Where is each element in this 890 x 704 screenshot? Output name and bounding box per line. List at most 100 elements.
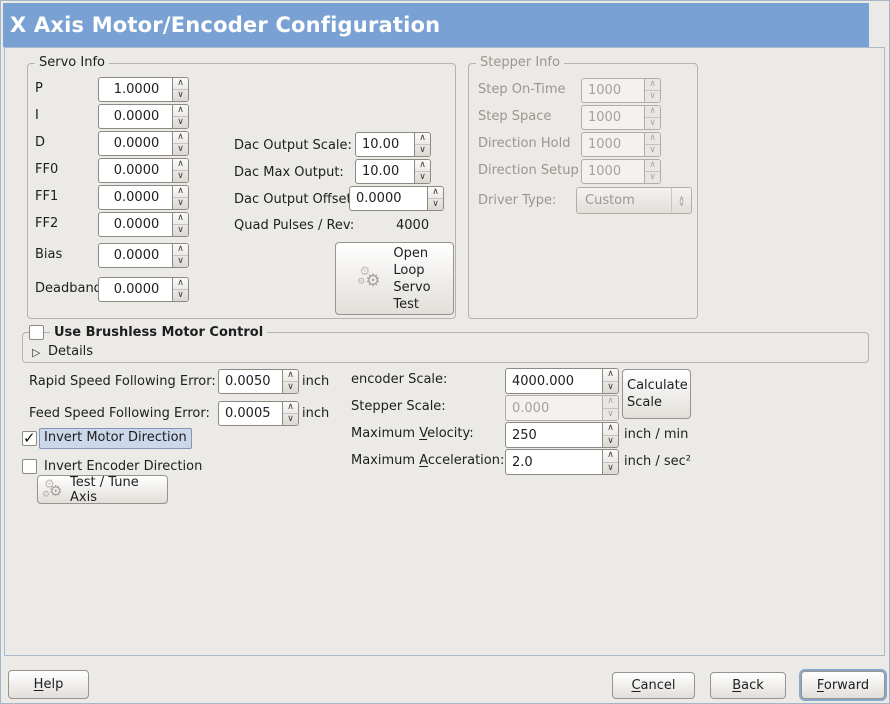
spin-up-icon[interactable]: ∧ — [419, 133, 426, 143]
test-tune-axis-button[interactable]: ⚙⚙⚙ Test / Tune Axis — [37, 475, 168, 505]
stepper-scale-label: Stepper Scale: — [351, 399, 446, 414]
d-input[interactable] — [99, 132, 172, 155]
encoder-scale-spinbox: ∧∨ — [505, 368, 619, 394]
spin-down-icon[interactable]: ∨ — [283, 381, 298, 393]
spin-up-icon: ∧ — [649, 106, 656, 116]
maximum-acceleration-label: Maximum Acceleration: — [351, 453, 505, 468]
details-label[interactable]: Details — [48, 344, 94, 359]
d-label: D — [35, 135, 46, 150]
deadband-input[interactable] — [99, 278, 172, 301]
ff0-input[interactable] — [99, 159, 172, 182]
spin-down-icon[interactable]: ∨ — [428, 198, 443, 210]
maximum-acceleration-input[interactable] — [506, 450, 602, 474]
spin-down-icon[interactable]: ∨ — [173, 170, 188, 182]
spin-up-icon[interactable]: ∧ — [177, 78, 184, 88]
ff1-input[interactable] — [99, 186, 172, 209]
checkmark-icon: ✓ — [23, 429, 36, 447]
spin-up-icon[interactable]: ∧ — [419, 160, 426, 170]
rapid-following-error-input[interactable] — [219, 370, 282, 393]
i-spinbox: ∧∨ — [98, 104, 189, 129]
maximum-velocity-unit: inch / min — [624, 427, 689, 442]
spin-down-icon[interactable]: ∨ — [283, 413, 298, 425]
spin-up-icon[interactable]: ∧ — [607, 423, 614, 434]
spin-down-icon: ∨ — [603, 407, 618, 421]
back-button-label: Back — [732, 678, 764, 693]
spin-down-icon[interactable]: ∨ — [415, 171, 430, 183]
direction-hold-spinbox: ∧∨ — [581, 132, 661, 157]
content-frame — [4, 47, 885, 656]
spin-up-icon[interactable]: ∧ — [177, 244, 184, 254]
cancel-button-label: Cancel — [631, 678, 676, 693]
stepper-info-legend: Stepper Info — [476, 55, 564, 70]
spin-up-icon[interactable]: ∧ — [177, 132, 184, 142]
spin-up-icon[interactable]: ∧ — [177, 186, 184, 196]
spin-down-icon: ∨ — [645, 171, 660, 183]
dac-output-scale-spinbox: ∧∨ — [355, 132, 431, 157]
ff2-input[interactable] — [99, 213, 172, 236]
feed-following-error-input[interactable] — [219, 402, 282, 425]
cancel-button[interactable]: Cancel — [612, 672, 695, 699]
invert-motor-checkbox[interactable]: ✓ — [22, 429, 37, 447]
bias-input[interactable] — [99, 244, 172, 267]
dac-output-offset-label: Dac Output Offset: — [234, 192, 356, 207]
spin-up-icon[interactable]: ∧ — [287, 402, 294, 412]
dac-output-scale-input[interactable] — [356, 133, 414, 156]
spin-down-icon[interactable]: ∨ — [173, 89, 188, 101]
forward-button-label: Forward — [816, 677, 870, 693]
calculate-scale-button[interactable]: Calculate Scale — [622, 369, 691, 419]
spin-down-icon[interactable]: ∨ — [173, 289, 188, 301]
spin-down-icon[interactable]: ∨ — [415, 144, 430, 156]
spin-up-icon[interactable]: ∧ — [287, 370, 294, 380]
spin-down-icon[interactable]: ∨ — [603, 380, 618, 394]
spin-down-icon[interactable]: ∨ — [603, 461, 618, 475]
spin-down-icon[interactable]: ∨ — [173, 255, 188, 267]
calculate-scale-label: Calculate Scale — [627, 378, 688, 410]
deadband-label: Deadband — [35, 281, 102, 296]
spin-up-icon[interactable]: ∧ — [177, 213, 184, 223]
maximum-velocity-label: Maximum Velocity: — [351, 426, 474, 441]
spin-down-icon[interactable]: ∨ — [173, 224, 188, 236]
quad-pulses-label: Quad Pulses / Rev: — [234, 218, 355, 233]
feed-following-error-label: Feed Speed Following Error: — [29, 406, 210, 421]
details-expander-icon[interactable]: ▷ — [32, 346, 41, 359]
open-loop-servo-test-button[interactable]: ⚙⚙⚙ Open Loop Servo Test — [335, 242, 454, 315]
maximum-velocity-input[interactable] — [506, 423, 602, 447]
forward-button[interactable]: Forward — [801, 671, 885, 699]
spin-up-icon[interactable]: ∧ — [177, 105, 184, 115]
spin-down-icon: ∨ — [645, 117, 660, 129]
use-brushless-label[interactable]: Use Brushless Motor Control — [50, 325, 268, 340]
spin-down-icon[interactable]: ∨ — [603, 434, 618, 448]
invert-encoder-checkbox[interactable]: ✓ — [22, 459, 37, 474]
invert-encoder-label[interactable]: Invert Encoder Direction — [44, 459, 203, 474]
invert-motor-label[interactable]: Invert Motor Direction — [39, 428, 192, 449]
stepper-info-frame: Stepper Info — [468, 55, 698, 319]
spin-up-icon[interactable]: ∧ — [607, 369, 614, 380]
use-brushless-checkbox[interactable]: ✓ — [29, 325, 44, 340]
ff0-spinbox: ∧∨ — [98, 158, 189, 183]
back-button[interactable]: Back — [710, 672, 786, 699]
dac-output-offset-input[interactable] — [350, 187, 427, 210]
i-label: I — [35, 108, 39, 123]
open-loop-servo-test-label: Open Loop Servo Test — [393, 245, 431, 312]
maximum-acceleration-spinbox: ∧∨ — [505, 449, 619, 475]
spin-up-icon[interactable]: ∧ — [177, 278, 184, 288]
spin-up-icon[interactable]: ∧ — [432, 187, 439, 197]
ff1-spinbox: ∧∨ — [98, 185, 189, 210]
spin-down-icon[interactable]: ∨ — [173, 116, 188, 128]
p-input[interactable] — [99, 78, 172, 101]
help-button-label: Help — [33, 677, 64, 692]
spin-up-icon: ∧ — [649, 133, 656, 143]
spin-up-icon[interactable]: ∧ — [607, 450, 614, 461]
encoder-scale-input[interactable] — [506, 369, 602, 393]
dac-max-output-input[interactable] — [356, 160, 414, 183]
maximum-acceleration-unit: inch / sec² — [624, 454, 692, 469]
spin-down-icon[interactable]: ∨ — [173, 143, 188, 155]
dac-max-output-label: Dac Max Output: — [234, 165, 344, 180]
spin-down-icon[interactable]: ∨ — [173, 197, 188, 209]
i-input[interactable] — [99, 105, 172, 128]
rapid-following-error-spinbox: ∧∨ — [218, 369, 299, 394]
help-button[interactable]: Help — [8, 670, 89, 699]
spin-up-icon[interactable]: ∧ — [177, 159, 184, 169]
servo-info-frame: Servo Info — [27, 55, 456, 319]
